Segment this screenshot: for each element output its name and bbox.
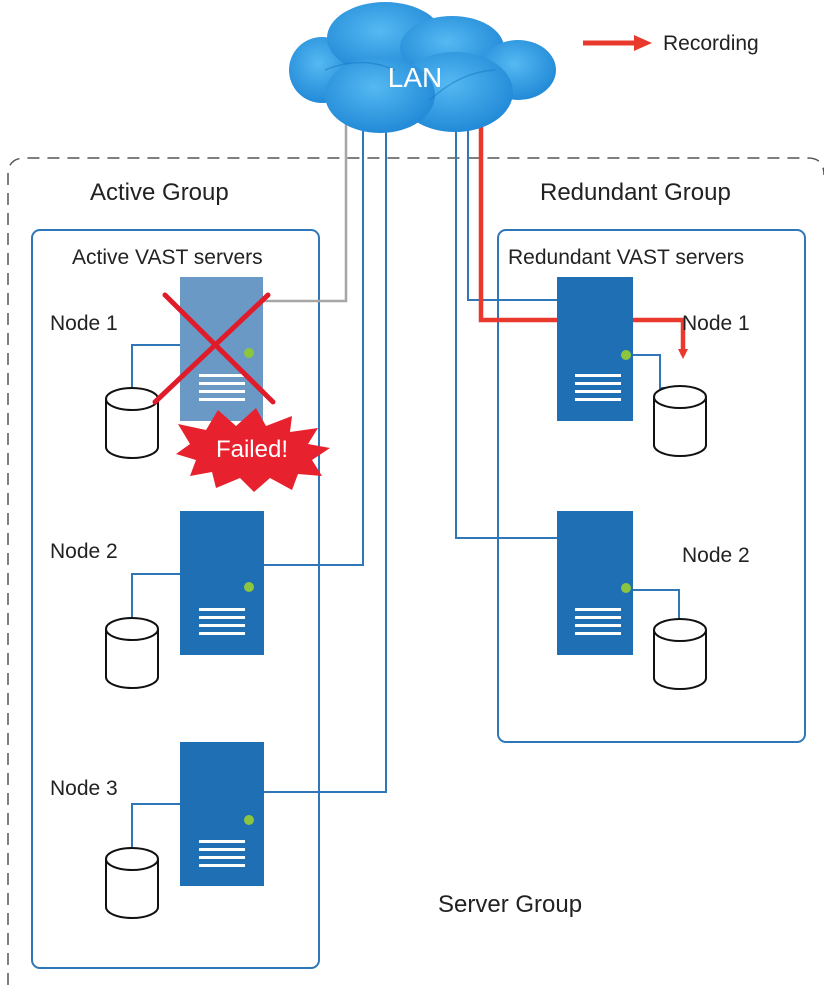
active-node-3: Node 3 bbox=[50, 742, 264, 919]
active-node-1: Node 1 Failed! bbox=[50, 277, 330, 492]
active-servers-label: Active VAST servers bbox=[72, 246, 263, 269]
storage-disk-icon bbox=[653, 618, 707, 690]
server-icon bbox=[557, 511, 633, 655]
redundant-node-1: Node 1 bbox=[557, 277, 750, 457]
legend-recording-label: Recording bbox=[663, 32, 759, 55]
server-icon bbox=[180, 511, 264, 655]
storage-disk-icon bbox=[105, 617, 159, 689]
lan-label: LAN bbox=[388, 62, 442, 93]
redundant-node-2: Node 2 bbox=[557, 511, 750, 690]
lan-cloud: LAN bbox=[289, 2, 556, 133]
node-label: Node 1 bbox=[682, 312, 750, 335]
storage-disk-icon bbox=[653, 385, 707, 457]
node-label: Node 2 bbox=[50, 540, 118, 563]
active-node-2: Node 2 bbox=[50, 511, 264, 689]
node-label: Node 2 bbox=[682, 544, 750, 567]
active-servers-box bbox=[31, 229, 320, 969]
server-icon bbox=[180, 742, 264, 886]
legend: Recording bbox=[583, 32, 759, 55]
redundant-servers-box bbox=[497, 229, 806, 743]
legend-arrow-icon bbox=[634, 35, 652, 51]
storage-disk-icon bbox=[105, 387, 159, 459]
link-active-node1-failed bbox=[262, 105, 348, 303]
storage-disk-icon bbox=[105, 847, 159, 919]
server-group-label: Server Group bbox=[438, 891, 582, 918]
link-active-node3 bbox=[262, 125, 387, 793]
link-redundant-node2 bbox=[455, 125, 557, 539]
failed-cross-icon bbox=[152, 292, 276, 405]
link-redundant-node1 bbox=[467, 125, 557, 301]
server-icon bbox=[557, 277, 633, 421]
redundant-servers-label: Redundant VAST servers bbox=[508, 246, 744, 269]
active-group-label: Active Group bbox=[90, 179, 229, 206]
node-label: Node 3 bbox=[50, 777, 118, 800]
failed-burst-icon: Failed! bbox=[176, 408, 330, 492]
redundant-group-label: Redundant Group bbox=[540, 179, 731, 206]
failed-status-label: Failed! bbox=[216, 436, 288, 463]
network-links bbox=[262, 125, 557, 793]
link-active-node2 bbox=[262, 125, 364, 566]
node-label: Node 1 bbox=[50, 312, 118, 335]
server-icon bbox=[180, 277, 263, 421]
